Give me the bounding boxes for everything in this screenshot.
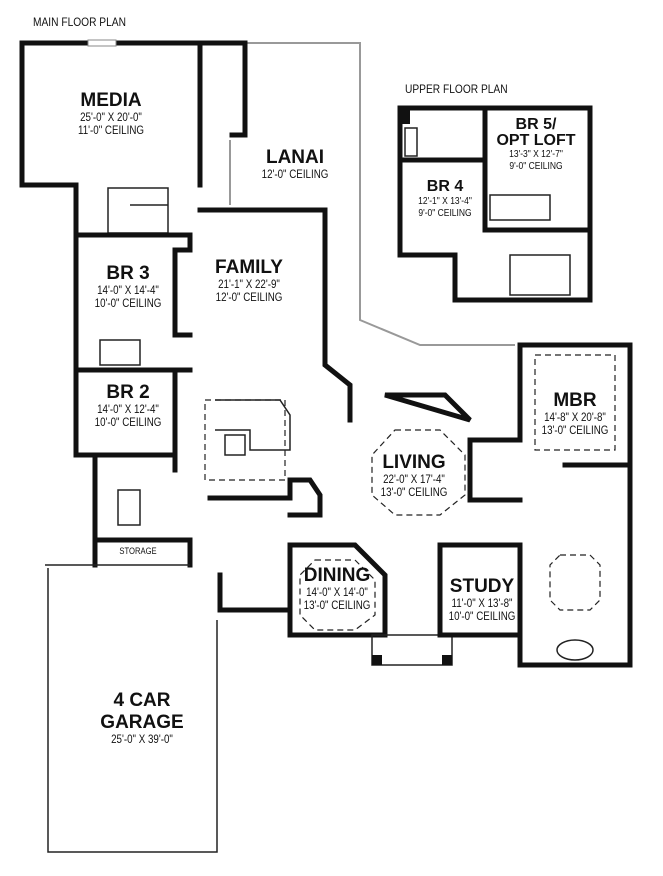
garage-inner <box>47 568 218 853</box>
room-ceiling: 13'-0" CEILING <box>380 487 448 500</box>
room-storage: STORAGE <box>119 546 157 556</box>
room-size: 13'-3" X 12'-7" <box>509 149 563 160</box>
bathtub <box>556 639 594 661</box>
room-size: 12'-1" X 13'-4" <box>418 196 472 208</box>
room-ceiling: 10'-0" CEILING <box>448 611 516 624</box>
room-name: OPT LOFT <box>496 132 576 149</box>
stairs <box>107 187 169 234</box>
room-ceiling: 12'-0" CEILING <box>261 168 329 181</box>
laundry-wall <box>217 572 293 613</box>
room-size: 21'-1" X 22'-9" <box>218 278 280 291</box>
room-br5: BR 5/ OPT LOFT 13'-3" X 12'-7" 9'-0" CEI… <box>496 117 575 172</box>
room-size: 22'-0" X 17'-4" <box>383 473 445 486</box>
window <box>87 39 117 47</box>
room-ceiling: 13'-0" CEILING <box>303 600 371 613</box>
upper-floor-drawing <box>397 105 593 303</box>
room-mbr: MBR 14'-8" X 20'-8" 13'-0" CEILING <box>536 390 615 438</box>
room-ceiling: 13'-0" CEILING <box>541 425 609 438</box>
shower <box>117 489 141 526</box>
room-ceiling: 10'-0" CEILING <box>94 417 162 430</box>
room-ceiling: 12'-0" CEILING <box>215 292 283 305</box>
room-name: LANAI <box>265 147 325 168</box>
room-br3: BR 3 14'-0" X 14'-4" 10'-0" CEILING <box>89 263 168 311</box>
room-name: BR 3 <box>106 263 150 284</box>
room-garage: 4 CAR GARAGE 25'-0" X 39'-0" <box>100 690 183 747</box>
closet-walls <box>467 342 523 503</box>
media-walls <box>19 40 248 188</box>
family-walls <box>197 207 353 423</box>
room-br4: BR 4 12'-1" X 13'-4" 9'-0" CEILING <box>413 178 476 219</box>
room-name: STUDY <box>449 576 515 597</box>
room-size: 14'-0" X 14'-4" <box>97 284 159 297</box>
room-name: DINING <box>303 565 371 586</box>
counter-wall <box>207 477 323 518</box>
room-ceiling: 10'-0" CEILING <box>94 298 162 311</box>
living-ceiling <box>371 429 466 516</box>
column <box>372 655 382 665</box>
room-study: STUDY 11'-0" X 13'-8" 10'-0" CEILING <box>443 576 522 624</box>
room-name: LIVING <box>382 452 446 473</box>
west-wall <box>73 182 98 568</box>
room-name: MBR <box>553 390 597 411</box>
room-lanai: LANAI 12'-0" CEILING <box>256 147 335 182</box>
room-size: 11'-0" X 13'-8" <box>451 597 513 610</box>
mbr-ceiling <box>534 354 616 451</box>
room-name: 4 CAR <box>113 690 171 711</box>
room-name: FAMILY <box>215 257 283 278</box>
bath <box>99 339 141 366</box>
room-media: MEDIA 25'-0" X 20'-0" 11'-0" CEILING <box>72 90 150 138</box>
room-name: BR 4 <box>426 178 464 195</box>
room-family: FAMILY 21'-1" X 22'-9" 12'-0" CEILING <box>210 257 289 305</box>
room-ceiling: 9'-0" CEILING <box>418 207 472 219</box>
room-ceiling: 11'-0" CEILING <box>77 125 145 138</box>
room-living: LIVING 22'-0" X 17'-4" 13'-0" CEILING <box>375 452 454 500</box>
room-br2: BR 2 14'-0" X 12'-4" 10'-0" CEILING <box>89 382 168 430</box>
living-walls <box>384 392 472 423</box>
island <box>224 434 246 456</box>
room-dining: DINING 14'-0" X 14'-0" 13'-0" CEILING <box>298 565 377 613</box>
room-name: MEDIA <box>80 90 142 111</box>
br3-walls <box>73 232 193 338</box>
room-name: GARAGE <box>100 711 184 733</box>
room-size: 25'-0" X 39'-0" <box>111 733 173 746</box>
room-size: 25'-0" X 20'-0" <box>80 111 142 124</box>
dining-walls <box>287 542 388 638</box>
mbr-walls <box>517 342 633 668</box>
tub-ceiling <box>549 554 601 611</box>
porch <box>371 634 453 666</box>
room-name: BR 2 <box>106 382 150 403</box>
room-name: BR 5/ <box>515 116 557 133</box>
room-ceiling: 9'-0" CEILING <box>509 160 563 172</box>
lanai-outline <box>245 42 515 346</box>
room-size: 14'-0" X 12'-4" <box>97 403 159 416</box>
main-floor-plan-title: MAIN FLOOR PLAN <box>33 15 126 29</box>
room-size: 14'-8" X 20'-8" <box>544 411 606 424</box>
room-size: 14'-0" X 14'-0" <box>306 586 368 599</box>
kitchen-counter <box>215 399 291 451</box>
storage-walls <box>92 537 193 568</box>
column <box>442 655 452 665</box>
upper-floor-plan-title: UPPER FLOOR PLAN <box>405 82 508 96</box>
